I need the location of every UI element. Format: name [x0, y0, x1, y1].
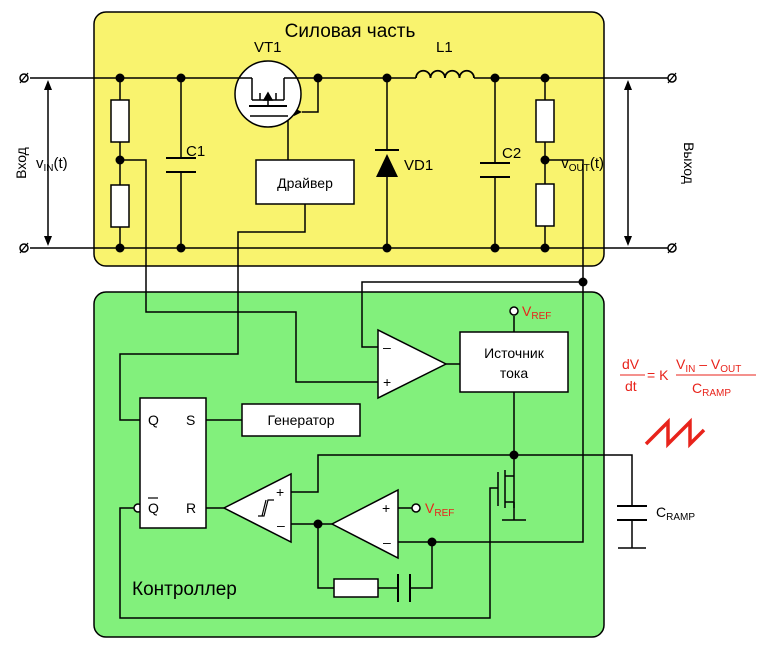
generator-box	[241, 403, 361, 437]
output-divider-resistor-top	[535, 99, 555, 143]
inductor-l1	[415, 69, 475, 79]
cramp-label: CRAMP	[656, 504, 695, 523]
input-label: Вход	[13, 147, 29, 179]
output-label: Выход	[681, 142, 697, 184]
driver-box	[255, 159, 355, 205]
mosfet-vt1	[234, 60, 302, 128]
pwm-comparator	[222, 472, 292, 544]
formula-eq-k: = K	[647, 367, 669, 383]
output-divider-resistor-bottom	[535, 183, 555, 227]
error-comparator-minus: –	[383, 339, 391, 355]
terminal-slashes	[19, 72, 677, 254]
vt1-label: VT1	[254, 39, 282, 56]
controller-title: Контроллер	[132, 579, 237, 600]
vref-top-label: VREF	[522, 303, 551, 322]
formula-denominator: CRAMP	[692, 380, 731, 399]
ff-q-label: Q	[148, 412, 159, 428]
sawtooth-waveform	[644, 417, 706, 449]
ff-r-label: R	[186, 500, 196, 516]
ramp-formula: dV dt = K VIN – VOUT CRAMP	[620, 356, 756, 399]
error-comparator-plus: +	[383, 374, 391, 390]
pwm-comparator-plus: +	[276, 484, 284, 500]
power-section-title: Силовая часть	[285, 21, 416, 42]
error-amplifier-minus: –	[383, 534, 391, 550]
error-comparator	[377, 328, 448, 400]
formula-numerator: VIN – VOUT	[676, 356, 741, 375]
ff-qbar-label: Q	[148, 500, 159, 516]
error-amplifier-plus: +	[382, 500, 390, 516]
hysteresis-icon	[258, 499, 274, 517]
current-source-box	[459, 331, 569, 393]
vout-label: vOUT(t)	[561, 155, 604, 174]
c2-label: C2	[502, 145, 521, 162]
c1-label: C1	[186, 143, 205, 160]
vin-label: vIN(t)	[36, 155, 68, 174]
vd1-label: VD1	[404, 157, 433, 174]
error-amplifier	[330, 488, 399, 560]
diode-vd1	[375, 149, 399, 177]
power-section-block	[93, 11, 605, 267]
ff-s-label: S	[186, 412, 195, 428]
input-divider-resistor-bottom	[110, 184, 130, 228]
vref-terminal-top	[509, 306, 519, 316]
feedback-resistor	[333, 578, 379, 598]
vref-right-label: VREF	[425, 500, 454, 519]
resistors	[110, 99, 555, 598]
vref-terminal-right	[411, 503, 421, 513]
driver-label: Драйвер	[277, 175, 333, 191]
current-source-label-line2: тока	[500, 365, 528, 381]
current-source-label-line1: Источник	[484, 345, 545, 361]
l1-label: L1	[436, 39, 453, 56]
formula-dt: dt	[625, 378, 637, 394]
formula-dv: dV	[622, 356, 640, 372]
junction-dots	[115, 73, 588, 547]
generator-label: Генератор	[267, 412, 334, 428]
rs-flipflop	[139, 397, 207, 529]
capacitors	[166, 157, 647, 602]
input-divider-resistor-top	[110, 99, 130, 143]
pwm-comparator-minus: –	[277, 517, 285, 533]
